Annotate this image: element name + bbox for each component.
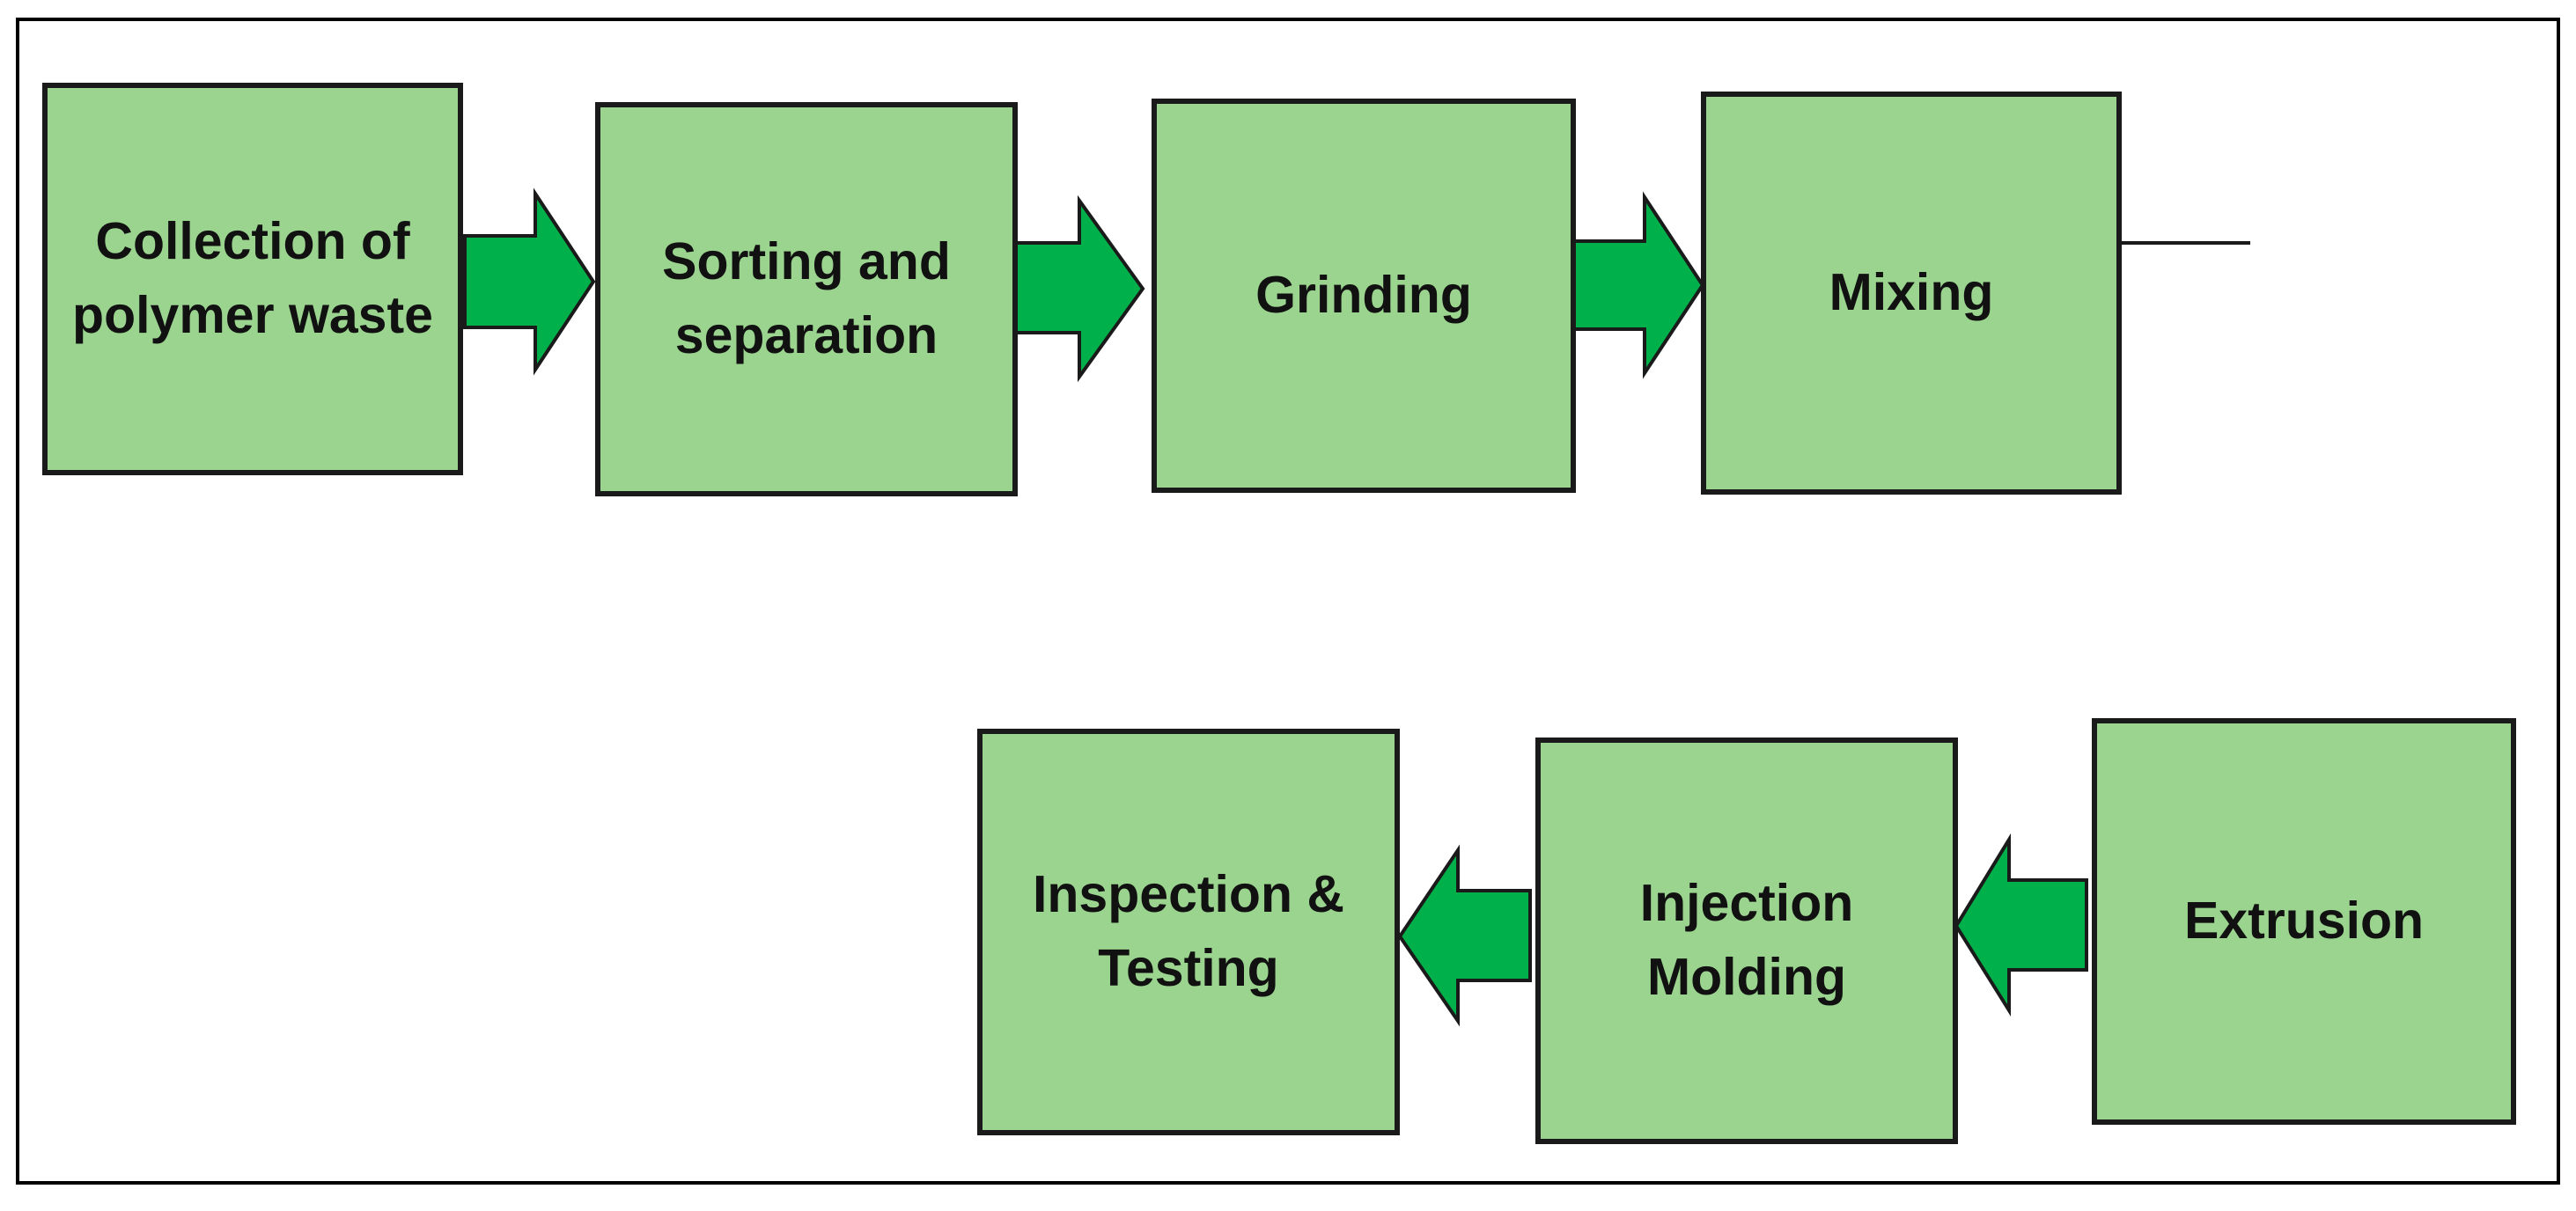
step-box-collection: Collection of polymer waste bbox=[42, 83, 463, 475]
step-label: Injection Molding bbox=[1639, 874, 1854, 1006]
step-box-grinding: Grinding bbox=[1152, 99, 1576, 493]
step-label: Extrusion bbox=[2183, 892, 2425, 950]
arrow-left-icon bbox=[1397, 844, 1532, 1027]
arrow-right-icon bbox=[1014, 194, 1145, 383]
step-label: Collection of polymer waste bbox=[72, 212, 433, 344]
step-label: Mixing bbox=[1829, 263, 1994, 322]
arrow-right-icon bbox=[1572, 191, 1705, 379]
step-box-mixing: Mixing bbox=[1701, 92, 2122, 495]
step-box-extrusion: Extrusion bbox=[2092, 718, 2516, 1125]
step-label: Grinding bbox=[1255, 266, 1472, 325]
step-box-inspection-testing: Inspection & Testing bbox=[977, 729, 1400, 1135]
step-box-sorting: Sorting and separation bbox=[595, 102, 1018, 496]
step-label: Inspection & Testing bbox=[1032, 865, 1345, 997]
arrow-right-icon bbox=[463, 187, 596, 376]
step-label: Sorting and separation bbox=[662, 232, 951, 364]
step-box-injection-molding: Injection Molding bbox=[1535, 738, 1958, 1144]
diagram-frame bbox=[16, 18, 2560, 1185]
arrow-left-icon bbox=[1954, 833, 2088, 1017]
